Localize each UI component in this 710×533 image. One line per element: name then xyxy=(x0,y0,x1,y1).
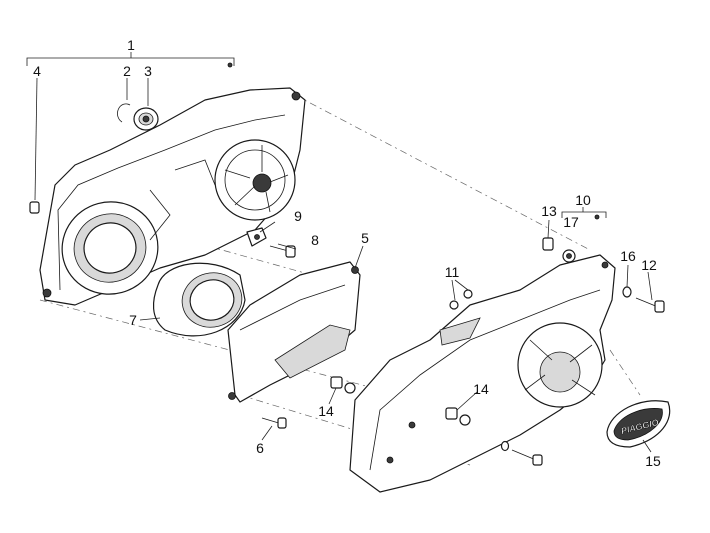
washer-16 xyxy=(622,286,632,298)
spacer-14-right xyxy=(445,407,471,426)
callout-5: 5 xyxy=(361,230,369,246)
callout-10: 10 xyxy=(575,192,591,208)
screw-8 xyxy=(269,245,296,258)
bolt-12 xyxy=(635,297,665,313)
callout-8: 8 xyxy=(311,232,319,248)
callout-2: 2 xyxy=(123,63,131,79)
air-duct-cover xyxy=(227,261,361,403)
group-bracket-10 xyxy=(561,207,607,220)
callout-4: 4 xyxy=(33,63,41,79)
callout-14-right: 14 xyxy=(473,381,489,397)
callout-labels: 1 2 3 4 5 6 7 8 9 10 11 12 13 14 14 15 1… xyxy=(33,37,661,469)
spacer-14-left xyxy=(330,376,356,394)
dowel-pin xyxy=(29,201,40,214)
callout-1: 1 xyxy=(127,37,135,53)
callout-11: 11 xyxy=(445,264,460,280)
group-bracket-1 xyxy=(26,52,235,68)
logo-badge: PIAGGIO xyxy=(606,400,671,448)
screw-6 xyxy=(261,417,287,429)
bearing xyxy=(133,107,159,131)
callout-14-left: 14 xyxy=(318,403,334,419)
callout-17: 17 xyxy=(563,214,579,230)
spacer-13 xyxy=(542,237,554,251)
inner-transmission-cover xyxy=(39,87,306,306)
rubber-plugs xyxy=(449,289,473,310)
callout-7: 7 xyxy=(129,312,137,328)
air-filter-foam xyxy=(153,262,246,337)
callout-6: 6 xyxy=(256,440,264,456)
callout-16: 16 xyxy=(620,248,636,264)
callout-3: 3 xyxy=(144,63,152,79)
nut-17 xyxy=(562,249,576,263)
callout-9: 9 xyxy=(294,208,302,224)
circlip xyxy=(117,103,131,123)
bolt-lower-right xyxy=(500,440,543,466)
retaining-clip xyxy=(246,227,267,247)
outer-transmission-cover xyxy=(349,254,616,493)
callout-12: 12 xyxy=(641,257,657,273)
callout-13: 13 xyxy=(541,203,557,219)
callout-15: 15 xyxy=(645,453,661,469)
leader-lines xyxy=(34,77,653,453)
